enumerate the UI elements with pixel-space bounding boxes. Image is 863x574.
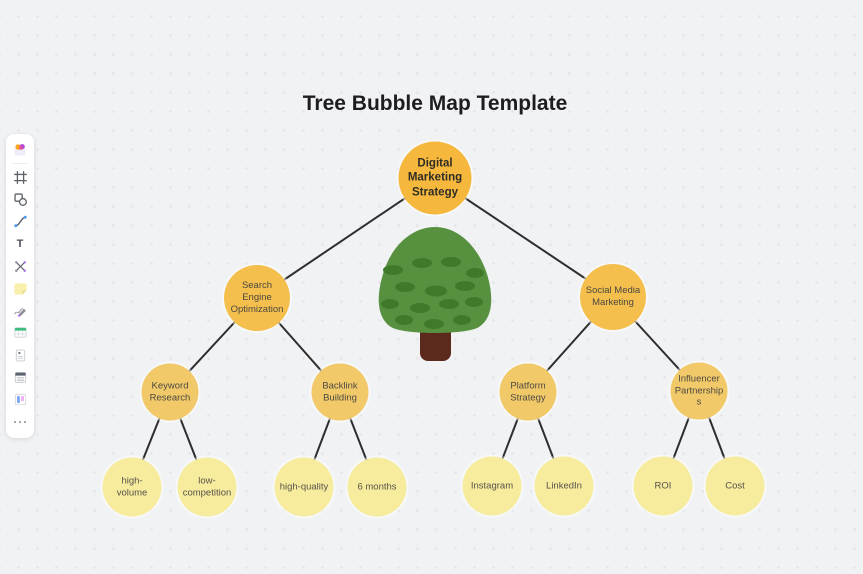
bubble-label: high-volume	[116, 475, 148, 498]
bubble-linkedin[interactable]: LinkedIn	[534, 456, 594, 516]
shapes-icon	[13, 193, 27, 207]
bubble-label: LinkedIn	[546, 480, 582, 492]
bubble-low-competition[interactable]: low-competition	[177, 457, 237, 517]
note-icon	[15, 349, 25, 362]
bubble-label: Social Media Marketing	[585, 285, 641, 308]
list-tool-button[interactable]	[11, 368, 29, 386]
bubble-platform-strategy[interactable]: Platform Strategy	[499, 363, 557, 421]
bubble-label: Keyword Research	[149, 380, 191, 403]
tree-canopy-spots	[381, 257, 484, 329]
connector-tool-button[interactable]	[11, 213, 29, 231]
pen-tool-button[interactable]	[11, 302, 29, 320]
more-icon	[13, 420, 27, 424]
note-tool-button[interactable]	[11, 346, 29, 364]
left-toolbar: T	[6, 134, 34, 438]
bubble-label: Backlink Building	[322, 380, 358, 403]
bubble-label: high-quality	[279, 481, 329, 493]
table-icon	[13, 327, 27, 339]
bubble-digital-marketing-strategy[interactable]: Digital Marketing Strategy	[398, 141, 472, 215]
templates-icon	[14, 144, 26, 156]
mind-map-tool-button[interactable]	[11, 257, 29, 275]
bubble-label: Platform Strategy	[510, 380, 546, 403]
tree-canopy	[378, 227, 492, 333]
mind-map-icon	[14, 260, 26, 272]
bubble-label: Cost	[725, 480, 745, 492]
bubble-high-volume[interactable]: high-volume	[102, 457, 162, 517]
toolbar-divider	[12, 163, 28, 165]
pen-icon	[13, 308, 26, 318]
bubble-label: ROI	[654, 480, 672, 492]
bubble-instagram[interactable]: Instagram	[462, 456, 522, 516]
bubble-influencer-partnerships[interactable]: Influencer Partnerships	[670, 362, 728, 420]
bubble-label: 6 months	[357, 481, 397, 493]
list-icon	[14, 372, 26, 383]
frame-tool-button[interactable]	[11, 168, 29, 186]
bubble-cost[interactable]: Cost	[705, 456, 765, 516]
kanban-tool-button[interactable]	[11, 391, 29, 409]
bubble-social-media-marketing[interactable]: Social Media Marketing	[580, 264, 646, 330]
text-tool-button[interactable]: T	[11, 235, 29, 253]
bubble-label: Instagram	[470, 480, 514, 492]
bubble-search-engine-optimization[interactable]: Search Engine Optimization	[224, 265, 290, 331]
text-icon: T	[16, 237, 24, 250]
more-tools-button[interactable]	[11, 413, 29, 431]
bubble-roi[interactable]: ROI	[633, 456, 693, 516]
bubble-label: low-competition	[182, 475, 232, 498]
sticky-note-icon	[13, 283, 27, 295]
templates-button[interactable]	[11, 141, 29, 159]
bubble-label: Digital Marketing Strategy	[407, 157, 463, 199]
connector-icon	[13, 216, 27, 228]
bubble-label: Influencer Partnerships	[674, 373, 724, 408]
bubble-high-quality[interactable]: high-quality	[274, 457, 334, 517]
bubble-six-months[interactable]: 6 months	[347, 457, 407, 517]
shapes-tool-button[interactable]	[11, 191, 29, 209]
sticky-note-tool-button[interactable]	[11, 280, 29, 298]
frame-icon	[13, 170, 27, 184]
kanban-icon	[14, 394, 26, 406]
diagram-title[interactable]: Tree Bubble Map Template	[302, 92, 568, 115]
bubble-keyword-research[interactable]: Keyword Research	[141, 363, 199, 421]
table-tool-button[interactable]	[11, 324, 29, 342]
bubble-backlink-building[interactable]: Backlink Building	[311, 363, 369, 421]
bubble-label: Search Engine Optimization	[230, 280, 284, 315]
